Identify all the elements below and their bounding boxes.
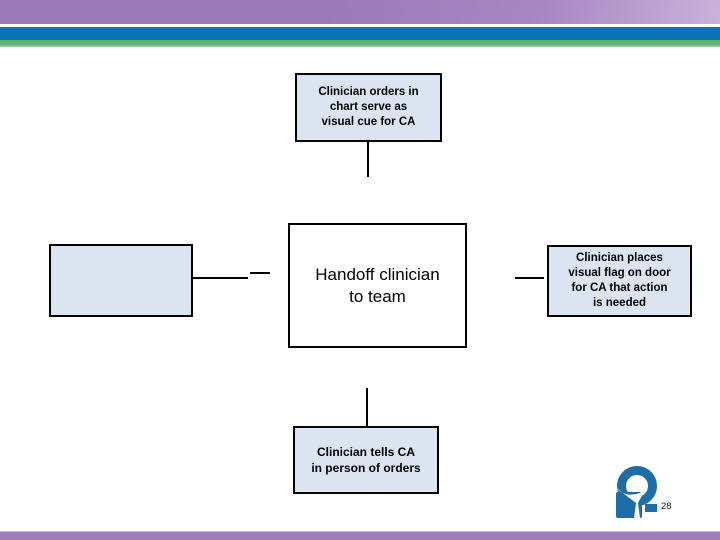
page-number: 28 [661,501,672,512]
box-text-line: is needed [592,297,647,309]
header-stripe-green [0,40,720,47]
box-text-line: Clinician places [576,252,663,264]
box-text-line: visual cue for CA [321,116,416,128]
header-stripe-blue [0,27,720,40]
box-text-line: for CA that action [571,282,668,294]
box-text-line: Clinician tells CA [316,445,416,459]
connector-right-horizontal [515,277,544,279]
flowchart-box-clinician-tells-ca: Clinician tells CA in person of orders [293,426,439,494]
flowchart-box-clinician-places-flag: Clinician places visual flag on door for… [547,245,692,317]
box-text-line: Handoff clinician [315,264,440,284]
box-text-line: Clinician orders in [318,86,419,98]
flowchart-box-handoff-clinician: Handoff clinician to team [288,223,467,348]
footer-stripe-purple [0,531,720,540]
box-text-line: to team [349,286,406,306]
connector-left-horizontal-dash [250,272,270,274]
box-text-line: in person of orders [311,461,421,475]
flowchart-box-clinician-orders: Clinician orders in chart serve as visua… [295,73,442,142]
header-stripe-white [0,24,720,27]
box-text-line: chart serve as [329,101,408,113]
connector-left-horizontal [193,277,248,279]
q-omega-logo-icon [615,466,657,518]
connector-top-vertical [367,142,369,177]
header-stripe-purple [0,0,720,24]
box-text-line: visual flag on door [568,267,671,279]
connector-bottom-vertical [366,388,368,426]
flowchart-box-empty-left [49,244,193,317]
